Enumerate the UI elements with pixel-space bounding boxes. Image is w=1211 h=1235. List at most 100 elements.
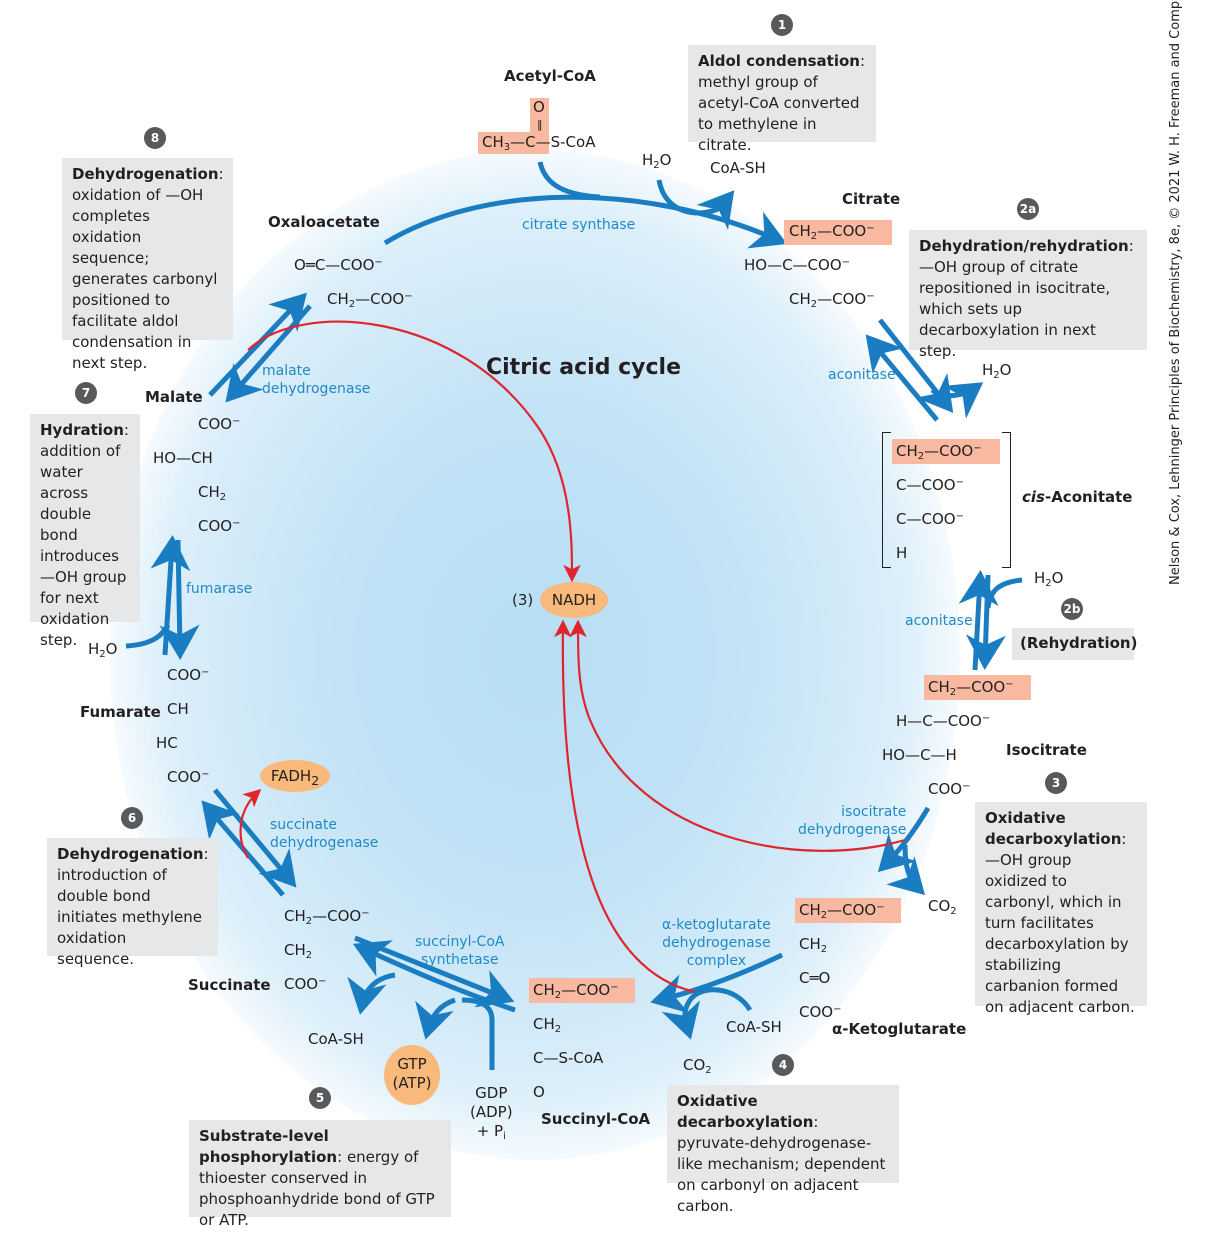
enzyme-line: dehydrogenase — [798, 822, 907, 838]
citrate-line-1: CH2—COO− — [789, 222, 875, 242]
nadh-arrow-isocitrate — [569, 619, 906, 852]
succinyl-coa-label: Succinyl-CoA — [541, 1110, 651, 1128]
gdp-adp-pi: GDP(ADP)+ Pi — [470, 1084, 513, 1142]
h2o-step1: H2O — [642, 151, 672, 171]
coash-step5: CoA-SH — [308, 1030, 364, 1048]
step-note-3: Oxidative decarboxylation: —OH group oxi… — [975, 802, 1147, 1016]
isocitrate-line-4: COO− — [928, 780, 971, 798]
step-note-6: Dehydrogenation: introduction of double … — [47, 838, 218, 968]
enzyme-line: dehydrogenase — [262, 381, 371, 397]
atp-label: (ATP) — [392, 1074, 432, 1092]
step-body: introduction of double bond initiates me… — [57, 866, 203, 968]
step-note-2b: (Rehydration) — [1012, 628, 1137, 660]
citrate-highlight — [784, 220, 892, 245]
step-note-7: Hydration: addition of water across doub… — [30, 414, 140, 649]
enzyme-line: α-ketoglutarate — [662, 917, 771, 933]
enzyme-succinate-dh: succinate dehydrogenase — [270, 816, 378, 852]
fumarate-line-4: COO− — [167, 768, 210, 786]
fadh2-oval: FADH2 — [260, 760, 330, 792]
coash-step4: CoA-SH — [726, 1018, 782, 1036]
enzyme-malate-dh: malate dehydrogenase — [262, 362, 370, 398]
coash-step1: CoA-SH — [710, 159, 766, 177]
isocitrate-highlight — [924, 675, 1031, 700]
gtp-label: GTP — [397, 1055, 427, 1073]
enzyme-line: dehydrogenase — [270, 835, 379, 851]
enzyme-line: synthetase — [421, 952, 499, 968]
isocitrate-line-3: HO—C—H — [882, 746, 957, 764]
step-badge-7: 7 — [75, 382, 97, 404]
step-body: —OH group of citrate repositioned in iso… — [919, 258, 1111, 360]
arrow-coash-in-4 — [661, 987, 753, 1040]
gdp-label: GDP — [475, 1084, 508, 1102]
fumarate-line-1: COO− — [167, 666, 210, 684]
fumarate-label: Fumarate — [80, 703, 161, 721]
enzyme-line: succinyl-CoA — [415, 934, 505, 950]
acetyl-coa-formula: CH3—C—S-CoA — [482, 133, 596, 153]
acetyl-coa-label: Acetyl-CoA — [504, 67, 596, 85]
step-badge-3: 3 — [1045, 772, 1067, 794]
fumarate-line-2: CH — [167, 700, 189, 718]
akg-line-4: COO− — [799, 1003, 842, 1021]
enzyme-line: succinate — [270, 817, 338, 833]
citrate-line-2: HO—C—COO− — [744, 256, 851, 274]
step-heading: Substrate-level phosphorylation — [199, 1127, 338, 1166]
arrow-acetylcoa-in — [537, 161, 601, 200]
step-badge-1: 1 — [771, 14, 793, 36]
isocitrate-label: Isocitrate — [1006, 741, 1087, 759]
enzyme-line: complex — [686, 953, 747, 969]
arrow-malate-dh-back — [225, 304, 312, 403]
enzyme-line: dehydrogenase — [662, 935, 771, 951]
enzyme-citrate-synthase: citrate synthase — [522, 217, 636, 233]
step-heading: Oxidative decarboxylation — [985, 809, 1122, 848]
succinyl-coa-highlight — [529, 978, 635, 1003]
citrate-line-3: CH2—COO− — [789, 290, 875, 310]
arrow-h2o-in-2b — [985, 577, 1023, 609]
arrow-aconitase2-down — [965, 574, 1006, 670]
succinate-line-3: COO− — [284, 975, 327, 993]
pi-label: + Pi — [476, 1122, 506, 1142]
arrow-gtp-out — [415, 997, 456, 1040]
h2o-step2b: H2O — [1034, 569, 1064, 589]
cis-aconitate-line-3: C—COO− — [896, 510, 964, 528]
akg-highlight — [795, 898, 901, 923]
co2-step3: CO2 — [928, 897, 957, 917]
step-note-1: Aldol condensation: methyl group of acet… — [688, 45, 876, 154]
arrow-coash-out-5 — [347, 972, 396, 1015]
cis-aconitate-line-2: C—COO− — [896, 476, 964, 494]
arrow-akg-dh — [650, 952, 784, 1014]
enzyme-line: malate — [262, 363, 311, 379]
acetyl-coa-right: —S-CoA — [535, 133, 596, 151]
nadh-arrow-malate — [247, 320, 581, 583]
succinyl-coa-line-3: C—S-CoA — [533, 1049, 604, 1067]
succinate-label: Succinate — [188, 976, 271, 994]
nadh-arrow-akg — [554, 619, 696, 994]
copyright-credit: Nelson & Cox, Lehninger Principles of Bi… — [1168, 0, 1183, 585]
step-heading: Hydration — [40, 421, 124, 439]
step-note-8: Dehydrogenation: oxidation of —OH comple… — [62, 158, 233, 372]
acetyl-coa-left: CH3—C — [482, 133, 536, 153]
step-heading: Dehydrogenation — [72, 165, 219, 183]
step-note-4: Oxidative decarboxylation: pyruvate-dehy… — [667, 1085, 899, 1215]
enzyme-akg-dh: α-ketoglutarate dehydrogenase complex — [662, 916, 771, 970]
akg-line-3: C═O — [799, 969, 831, 987]
malate-line-2: HO—CH — [153, 449, 213, 467]
oxaloacetate-line-2: CH2—COO− — [327, 290, 413, 310]
citrate-label: Citrate — [842, 190, 901, 208]
enzyme-aconitase-1: aconitase — [828, 367, 896, 383]
acetyl-coa-highlight — [530, 98, 549, 134]
succinyl-coa-line-1: CH2—COO− — [533, 981, 619, 1001]
step-body: —OH group oxidized to carbonyl, which in… — [985, 851, 1135, 1016]
arrow-succinylcoa-synthetase-back — [352, 940, 516, 1013]
nadh-oval: NADH — [540, 582, 608, 618]
enzyme-succinyl-coa-synthetase: succinyl-CoA synthetase — [415, 933, 504, 969]
succinyl-coa-line-2: CH2 — [533, 1015, 562, 1035]
step-badge-2b: 2b — [1061, 598, 1083, 620]
step-badge-5: 5 — [309, 1087, 331, 1109]
isocitrate-line-1: CH2—COO− — [928, 678, 1014, 698]
arrow-fumarase-down — [159, 539, 200, 660]
succinate-line-2: CH2 — [284, 941, 313, 961]
fumarate-line-3: HC — [156, 734, 178, 752]
